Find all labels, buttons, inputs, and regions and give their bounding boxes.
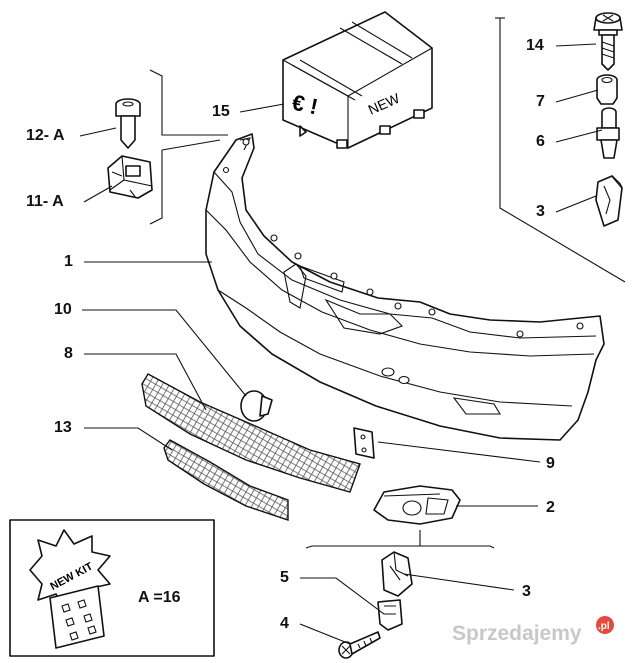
callout-10: 10 bbox=[54, 301, 72, 318]
callout-7: 7 bbox=[536, 93, 545, 110]
pin-part-6 bbox=[596, 107, 620, 159]
bolt-part-14 bbox=[593, 12, 623, 71]
clip-part-11a bbox=[107, 155, 153, 199]
new-kit-box: NEW KIT A =16 bbox=[9, 519, 215, 657]
callout-6: 6 bbox=[536, 133, 545, 150]
plate-part-9 bbox=[353, 427, 375, 459]
watermark-badge bbox=[596, 616, 614, 634]
grille-part-8 bbox=[141, 373, 361, 493]
callout-15: 15 bbox=[212, 103, 230, 120]
callout-13: 13 bbox=[54, 419, 72, 436]
callout-11a: 11- A bbox=[26, 193, 64, 210]
screw-part-4 bbox=[338, 631, 381, 659]
nut-part-7 bbox=[596, 74, 618, 105]
upper-right-bracket bbox=[495, 17, 626, 283]
callout-14: 14 bbox=[526, 37, 544, 54]
upper-left-bracket bbox=[149, 69, 228, 225]
foglight-cover-part-2 bbox=[373, 485, 461, 525]
callout-labels: 14 7 6 3 15 12- A 11- A 1 10 8 13 9 2 5 … bbox=[26, 37, 555, 632]
bracket-part-5 bbox=[377, 599, 403, 631]
cap-part-10 bbox=[240, 390, 273, 422]
crate-symbol: € ! bbox=[290, 90, 320, 120]
callout-3-top: 3 bbox=[536, 203, 545, 220]
kit-formula: A =16 bbox=[138, 589, 181, 606]
watermark-text: Sprzedajemy bbox=[452, 622, 582, 645]
callout-2: 2 bbox=[546, 499, 555, 516]
grille-part-13 bbox=[163, 439, 289, 521]
lower-bracket bbox=[305, 530, 495, 549]
callout-1: 1 bbox=[64, 253, 73, 270]
callout-3-bottom: 3 bbox=[522, 583, 531, 600]
crate-part-15: € ! NEW bbox=[282, 11, 433, 149]
screw-part-12a bbox=[115, 98, 141, 149]
callout-9: 9 bbox=[546, 455, 555, 472]
bumper-part-1 bbox=[205, 133, 605, 441]
clip-part-3-bottom bbox=[381, 551, 413, 597]
watermark: Sprzedajemy .pl bbox=[452, 616, 614, 645]
callout-8: 8 bbox=[64, 345, 73, 362]
callout-5: 5 bbox=[280, 569, 289, 586]
callout-4: 4 bbox=[280, 615, 289, 632]
leader-lines bbox=[79, 43, 603, 645]
clip-part-3-top bbox=[595, 175, 623, 227]
watermark-badge-text: .pl bbox=[598, 621, 610, 632]
callout-12a: 12- A bbox=[26, 127, 65, 144]
